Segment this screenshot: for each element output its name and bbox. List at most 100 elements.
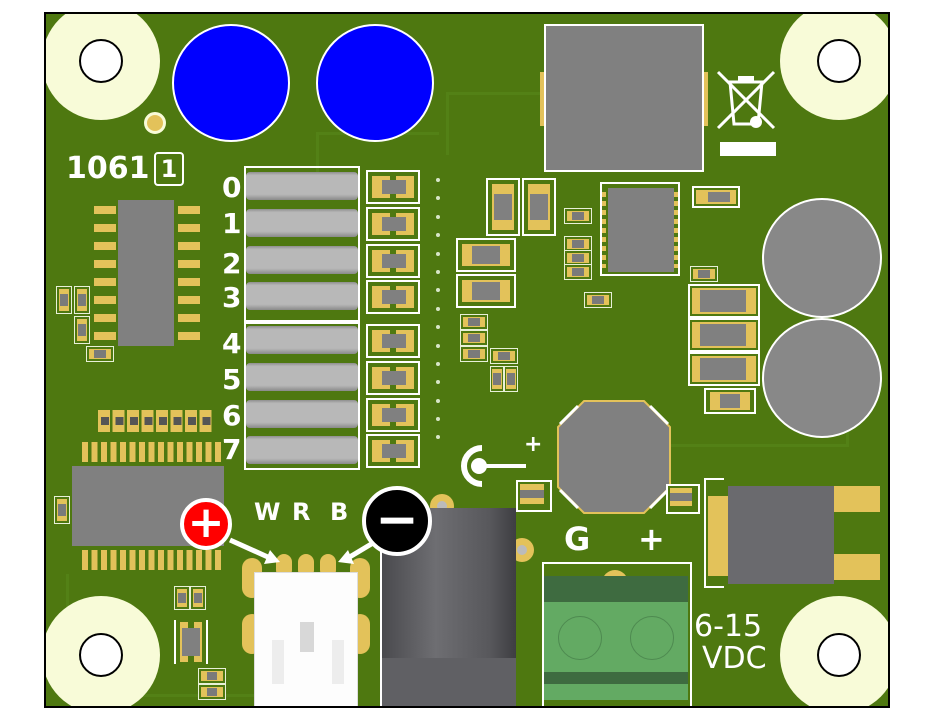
screw-icon[interactable]	[558, 616, 602, 660]
dip-switch-7[interactable]	[246, 436, 358, 464]
switch-label-2: 2	[222, 247, 242, 280]
cap-plus-label: +	[524, 432, 543, 457]
via	[436, 252, 440, 256]
via	[436, 233, 440, 237]
revision-badge: 1	[154, 152, 184, 186]
dip-switch-bank-a	[244, 166, 360, 322]
weee-bar	[720, 142, 776, 156]
weee-recycle-bin-icon	[716, 70, 776, 130]
via	[436, 270, 440, 274]
via	[436, 399, 440, 403]
power-label-positive: +	[638, 520, 665, 558]
trace	[446, 92, 589, 155]
resistor	[460, 346, 488, 362]
mounting-hole-bottom-right	[780, 596, 888, 706]
switch-label-4: 4	[222, 327, 242, 360]
screw-icon[interactable]	[630, 616, 674, 660]
resistor	[490, 366, 504, 392]
resistor	[74, 316, 90, 344]
resistor	[504, 366, 518, 392]
capacitor	[456, 238, 516, 272]
capacitor	[704, 388, 756, 414]
via	[436, 344, 440, 348]
switch-label-5: 5	[222, 363, 242, 396]
resistor	[174, 586, 190, 610]
dip-switch-bank-b	[244, 322, 360, 470]
via	[436, 178, 440, 182]
capacitor-polarity-icon	[461, 445, 526, 487]
resistor	[86, 346, 114, 362]
dip-switch-2[interactable]	[246, 246, 358, 274]
mounting-hole-bottom-left	[46, 596, 160, 706]
via	[436, 288, 440, 292]
capacitor	[456, 274, 516, 308]
capacitor	[486, 178, 520, 236]
drill-hole	[79, 39, 123, 83]
via	[436, 307, 440, 311]
dip-switch-4[interactable]	[246, 326, 358, 354]
via	[436, 435, 440, 439]
resistor-1	[366, 207, 420, 241]
resistor	[56, 286, 72, 314]
drill-hole	[817, 633, 861, 677]
connector-label-b: B	[330, 498, 349, 526]
top-inductor	[540, 24, 708, 172]
switch-label-1: 1	[222, 207, 242, 240]
voltage-range-label: 6-15	[694, 609, 763, 644]
via	[436, 325, 440, 329]
coin-capacitor-1	[762, 198, 882, 318]
via	[436, 196, 440, 200]
resistor-2	[366, 244, 420, 278]
blue-led-2	[316, 24, 434, 142]
pcb-board: 1061 1 0 1 2 3 4 5 6 7	[44, 12, 890, 708]
mounting-hole-top-left	[46, 14, 160, 120]
dip-switch-1[interactable]	[246, 209, 358, 237]
capacitor	[688, 352, 760, 386]
part-number: 1061	[66, 151, 150, 186]
switch-label-7: 7	[222, 433, 242, 466]
coin-capacitor-2	[762, 318, 882, 438]
capacitor	[666, 484, 700, 514]
switch-label-3: 3	[222, 281, 242, 314]
voltage-regulator	[704, 478, 880, 588]
resistor	[460, 330, 488, 346]
resistor	[564, 208, 592, 224]
resistor-7	[366, 434, 420, 468]
resistor-6	[366, 398, 420, 432]
resistor-5	[366, 361, 420, 395]
resistor	[74, 286, 90, 314]
via-pad	[144, 112, 166, 134]
mounting-hole-top-right	[780, 14, 888, 120]
via	[436, 380, 440, 384]
negative-badge: −	[362, 486, 432, 556]
capacitor	[54, 496, 70, 524]
dip-switch-0[interactable]	[246, 172, 358, 200]
jst-connector[interactable]	[240, 554, 372, 706]
power-inductor-octagon	[557, 400, 671, 514]
dip-switch-3[interactable]	[246, 282, 358, 310]
terminal-outline	[542, 562, 692, 706]
dip-switch-6[interactable]	[246, 400, 358, 428]
ic-soic-left	[94, 200, 200, 350]
resistor-0	[366, 170, 420, 204]
resistor	[690, 266, 718, 282]
capacitor	[516, 480, 552, 512]
capacitor	[688, 284, 760, 318]
arrow-plus-icon	[228, 537, 280, 564]
resistor	[692, 186, 740, 208]
dip-switch-5[interactable]	[246, 363, 358, 391]
resistor-3	[366, 280, 420, 314]
resistor-4	[366, 324, 420, 358]
capacitor	[688, 318, 760, 352]
capacitor	[522, 178, 556, 236]
via	[436, 417, 440, 421]
transistor	[174, 620, 208, 664]
resistor	[564, 236, 592, 252]
resistor	[198, 684, 226, 700]
resistor	[190, 586, 206, 610]
screw-terminal[interactable]	[544, 576, 688, 700]
drill-hole	[79, 633, 123, 677]
resistor	[564, 264, 592, 280]
resistor	[490, 348, 518, 364]
connector-label-r: R	[292, 498, 311, 526]
